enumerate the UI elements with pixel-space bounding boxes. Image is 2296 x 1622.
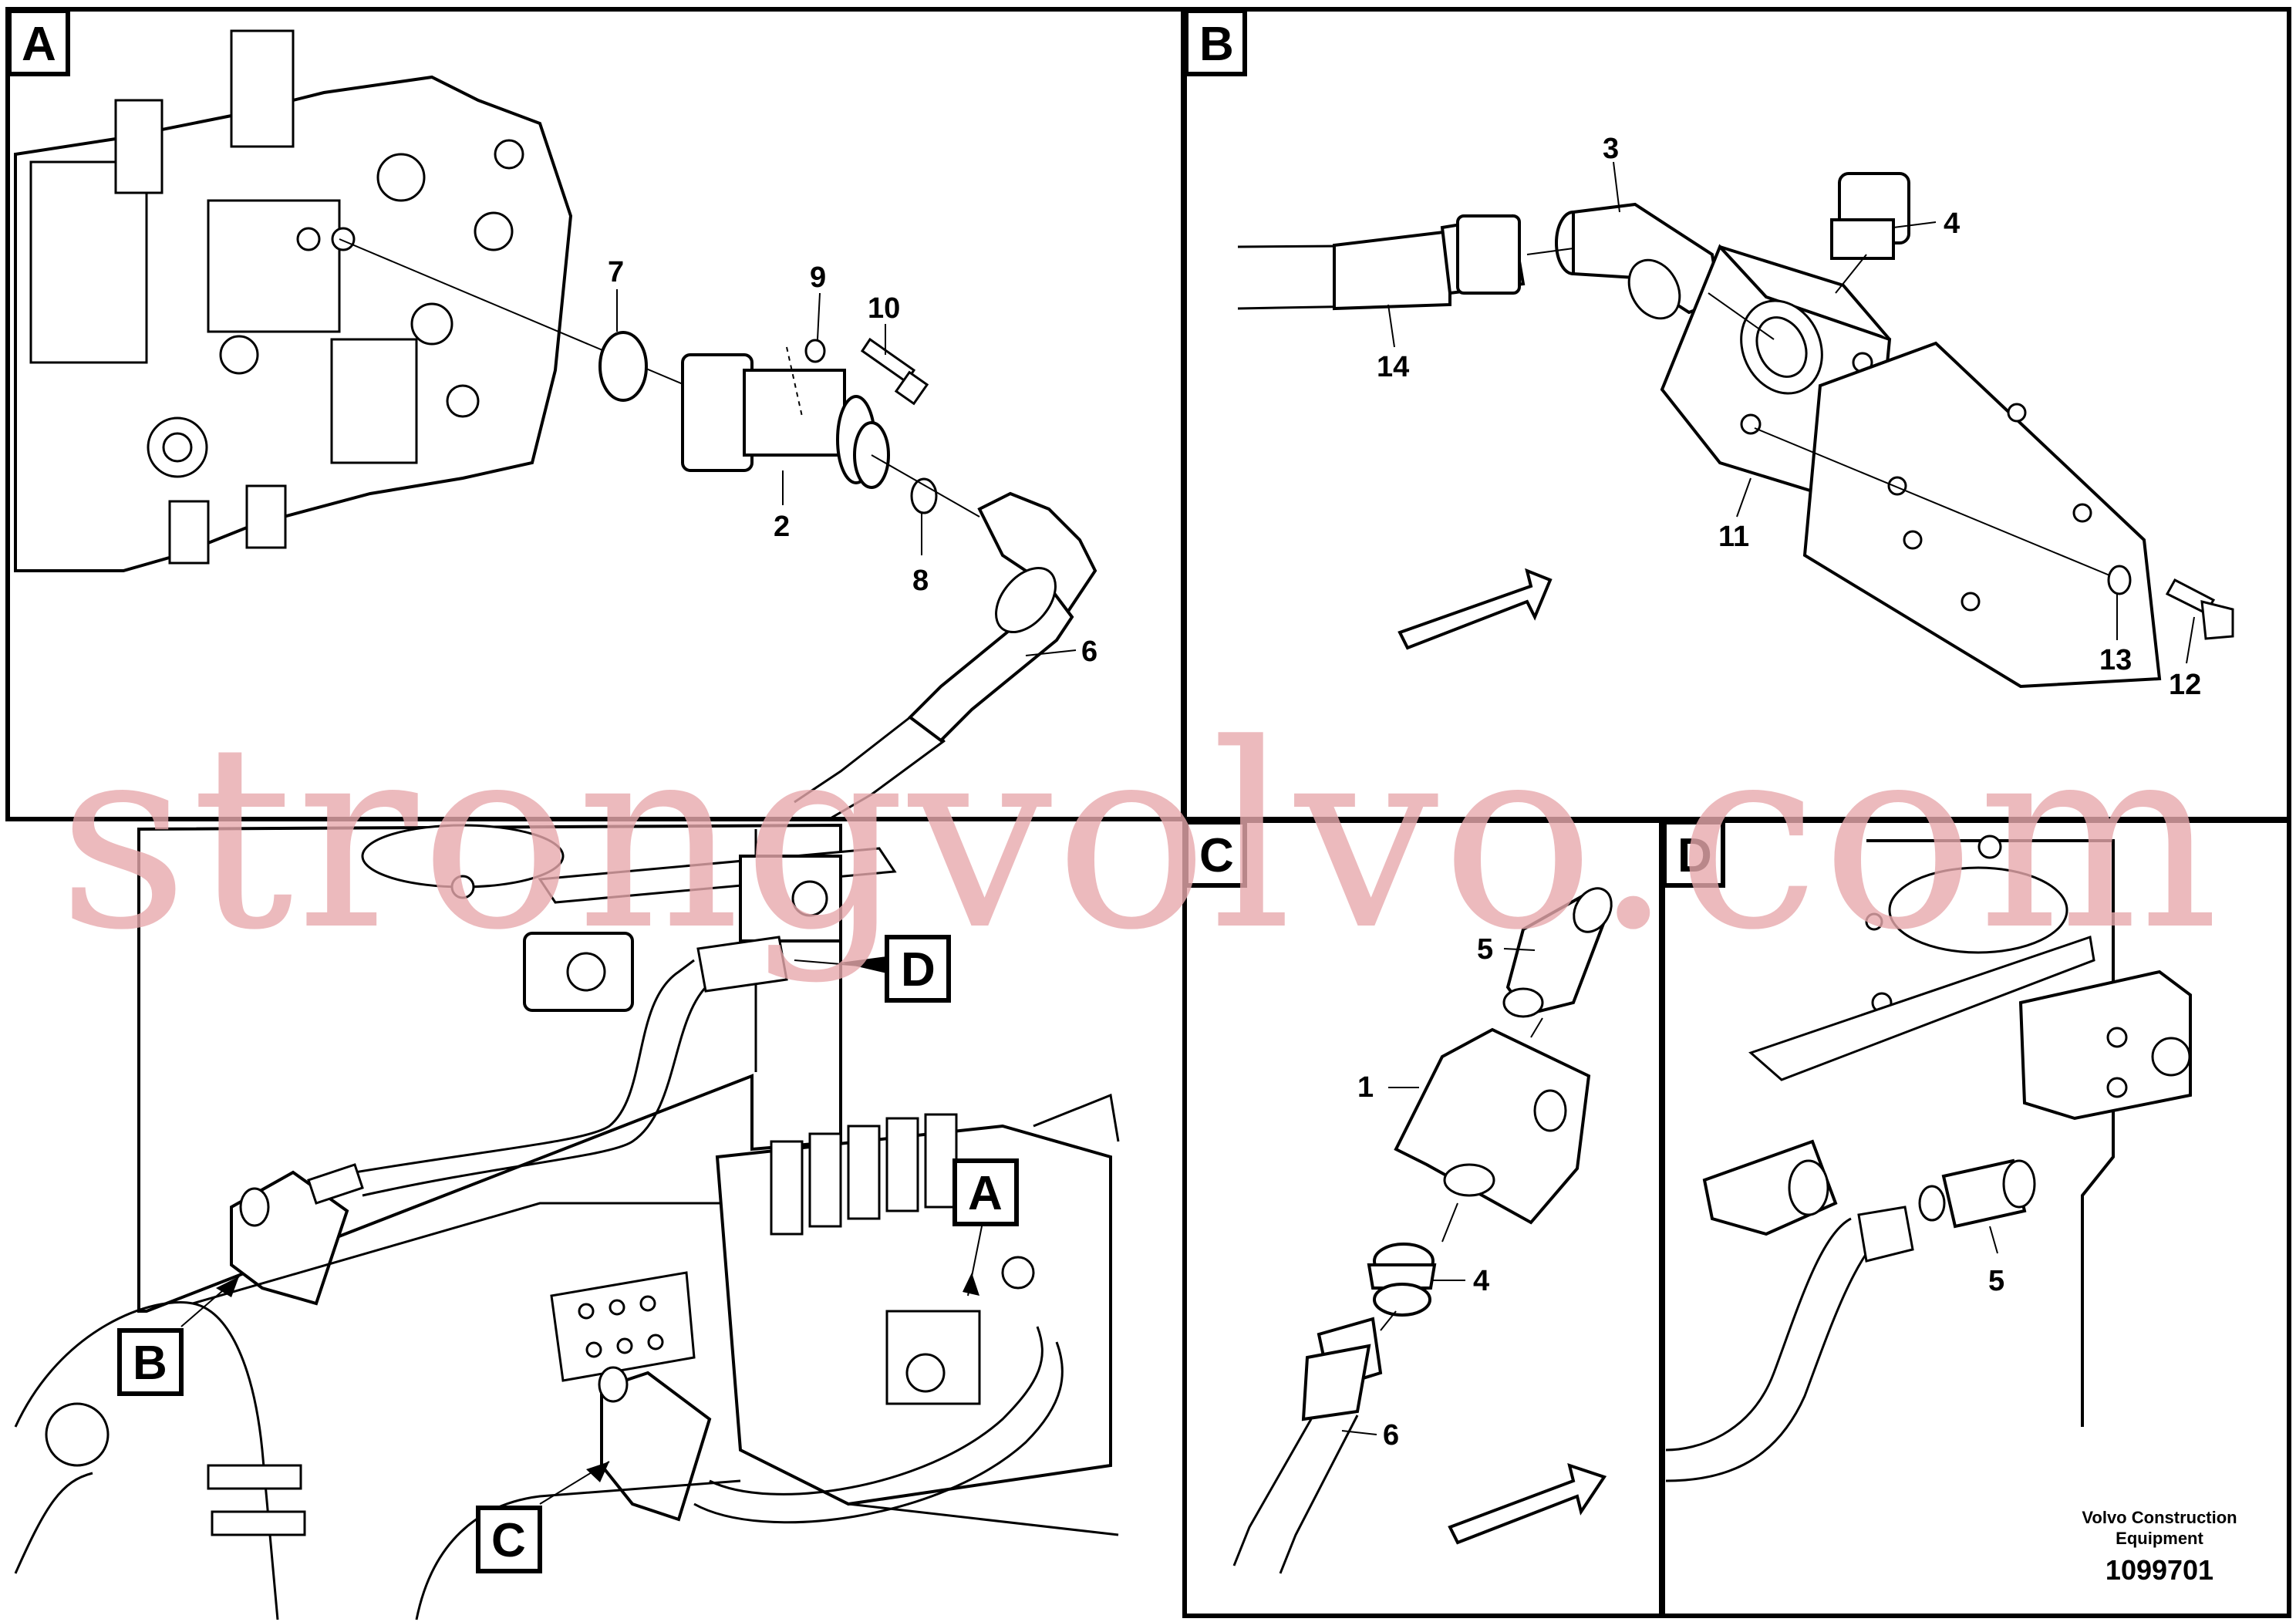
footer-company-line1: Volvo Construction [2082, 1508, 2237, 1527]
panel-d: 5 D Volvo Construction Equipment 1099701 [1660, 818, 2291, 1618]
fitting-4-panel-c [1367, 1243, 1437, 1317]
callout-9: 9 [810, 261, 826, 294]
overview-block-b [230, 1163, 364, 1306]
block-1 [1394, 1027, 1591, 1225]
panel-d-valve-block [2018, 969, 2192, 1121]
panel-d-letter: D [1677, 829, 1712, 882]
hose-6-panel-c [1232, 1317, 1383, 1574]
overview-callout-b-letter: B [133, 1337, 167, 1390]
o-ring-8 [910, 477, 938, 514]
callout-6-panel-c: 6 [1383, 1419, 1399, 1452]
callout-7: 7 [608, 256, 624, 288]
direction-arrow-c [1448, 1462, 1607, 1545]
overview-callout-d: D [794, 935, 951, 1003]
fitting-5-panel-c [1502, 887, 1613, 1018]
callout-4-panel-c: 4 [1473, 1265, 1489, 1297]
fitting-4-panel-b [1830, 172, 1910, 260]
mounting-plate [1802, 341, 2162, 689]
washer-13 [2107, 565, 2132, 595]
callout-3: 3 [1603, 133, 1619, 165]
panel-b-letter: B [1199, 18, 1234, 71]
callout-13: 13 [2099, 644, 2132, 676]
o-ring-7 [598, 331, 648, 402]
panel-a-label-box [7, 8, 70, 76]
fitting-5-panel-d [1918, 1158, 2036, 1229]
callout-5-panel-d: 5 [1988, 1265, 2004, 1297]
panel-c-letter: C [1199, 829, 1234, 882]
callout-8: 8 [912, 565, 929, 597]
overview-callout-d-letter: D [901, 943, 936, 996]
overview-callout-c: C [476, 1461, 610, 1573]
direction-arrow-b [1397, 568, 1553, 650]
callout-14: 14 [1377, 351, 1409, 383]
callout-1: 1 [1357, 1071, 1374, 1104]
washer-9 [804, 339, 826, 363]
callout-4-panel-b: 4 [1944, 207, 1960, 240]
overview-callout-a: A [952, 1158, 1019, 1297]
panel-d-label-box [1662, 820, 1725, 888]
overview-illustration: D A B C [14, 823, 1120, 1620]
overview-callout-c-letter: C [491, 1514, 526, 1567]
overview-callout-b: B [117, 1276, 240, 1396]
callout-11: 11 [1718, 521, 1749, 553]
callout-6-panel-a: 6 [1081, 636, 1097, 668]
watermark-text: strongvolvo.com [58, 690, 2240, 986]
panel-c-label-box [1184, 820, 1247, 888]
overview-block-c [598, 1366, 712, 1522]
callout-10: 10 [868, 292, 900, 325]
bolt-10 [860, 337, 929, 406]
hose-6 [794, 491, 1097, 821]
control-valve-block [14, 29, 573, 572]
hose-14 [1237, 214, 1526, 311]
panel-a-letter: A [22, 18, 56, 71]
footer-drawing-number: 1099701 [2106, 1554, 2213, 1586]
panel-b: 3 4 14 11 13 12 B [1182, 7, 2291, 821]
panel-a: 7 9 10 2 8 6 A [5, 7, 1185, 821]
callout-2: 2 [774, 511, 790, 543]
flange-adapter-2 [681, 353, 890, 489]
panel-b-label-box [1184, 8, 1247, 76]
overview-callout-a-letter: A [968, 1167, 1003, 1220]
callout-5-panel-c: 5 [1477, 933, 1493, 966]
panel-c: 5 1 4 6 C [1182, 818, 1664, 1618]
bolt-12 [2165, 578, 2234, 640]
callout-12: 12 [2169, 669, 2201, 701]
footer-company-line2: Equipment [2116, 1529, 2203, 1548]
overview-control-valve [715, 1113, 1112, 1506]
